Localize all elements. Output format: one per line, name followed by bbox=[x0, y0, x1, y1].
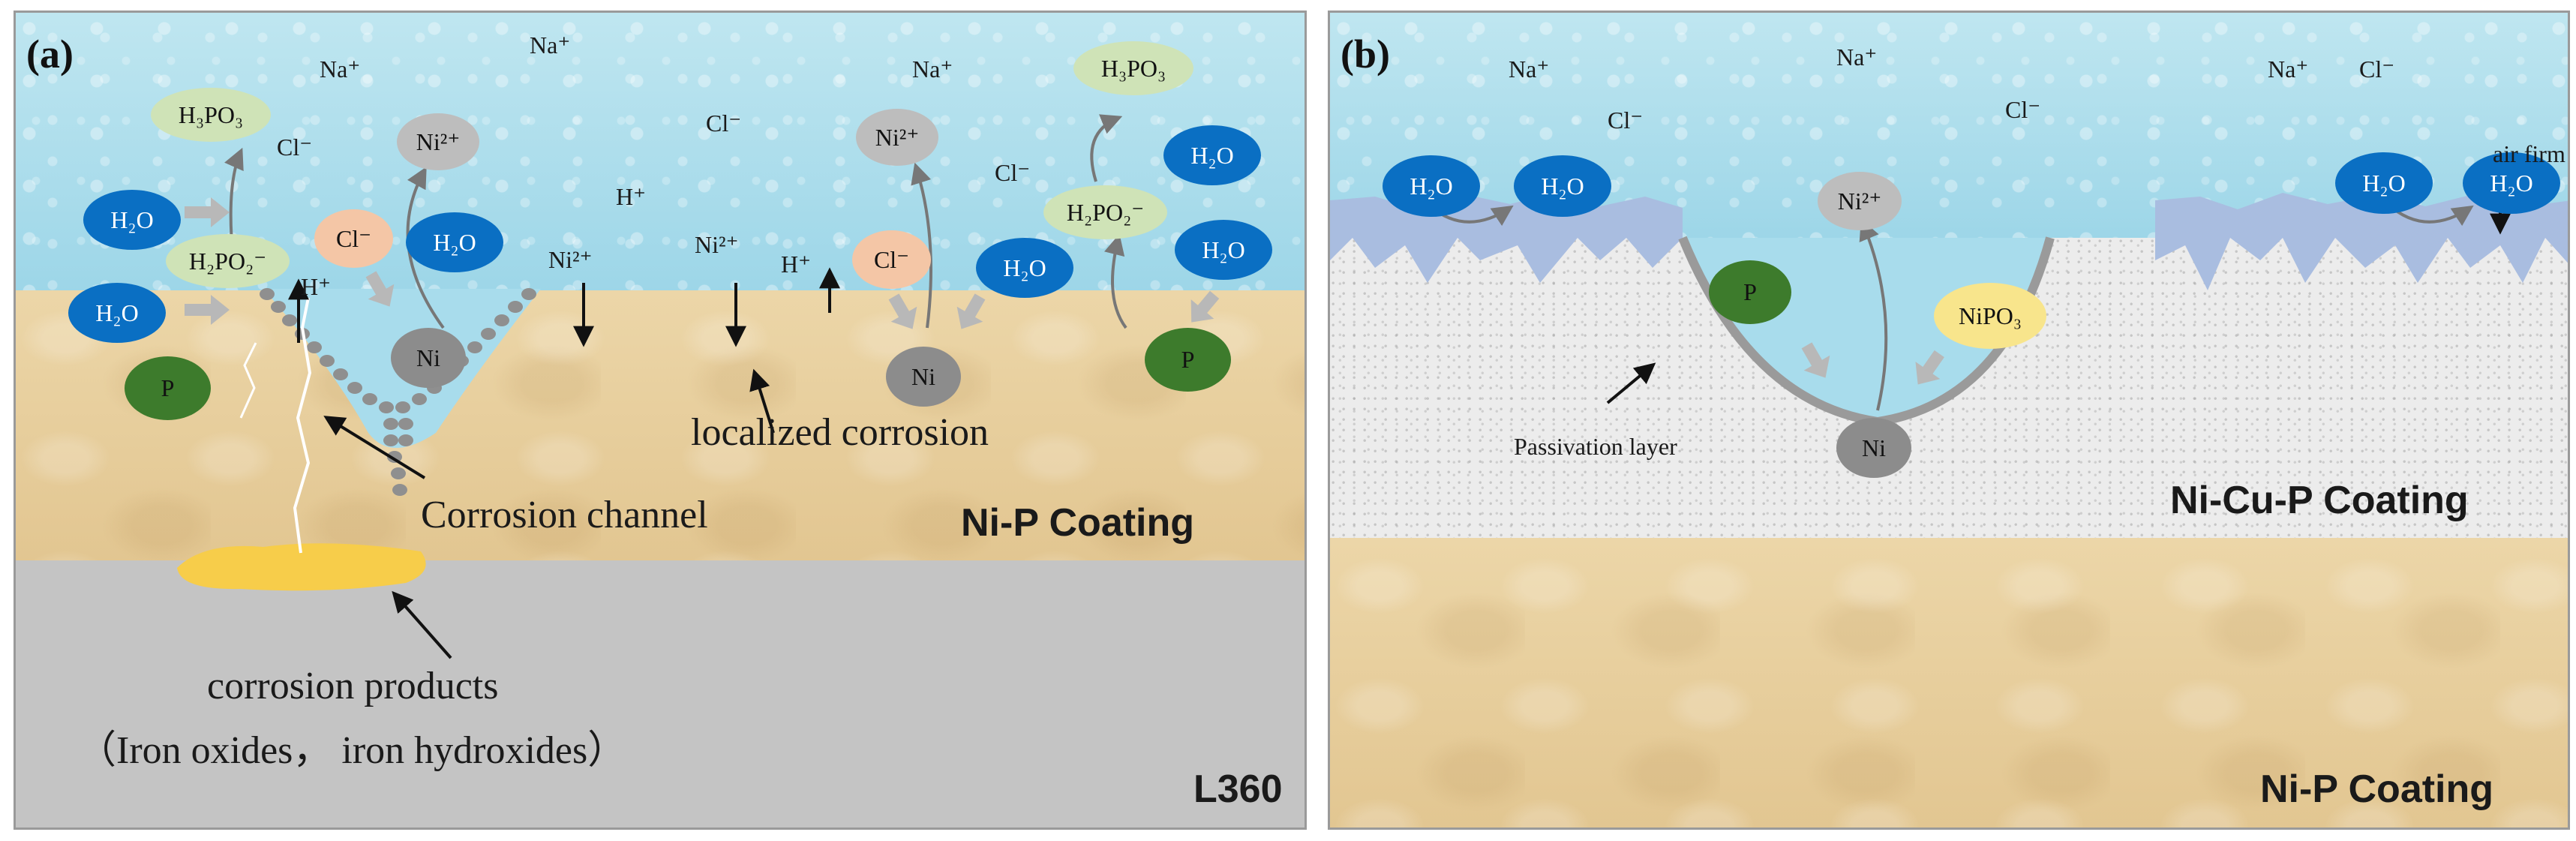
ni-cu-p-coating-label: Ni-Cu-P Coating bbox=[2170, 479, 2469, 522]
hydrogen-ion: H⁺ bbox=[781, 251, 811, 278]
sodium-ion: Na⁺ bbox=[530, 32, 571, 59]
ni-p-coating-label: Ni-P Coating bbox=[961, 501, 1195, 545]
block-arrow bbox=[185, 197, 230, 227]
localized-corrosion-label: localized corrosion bbox=[691, 411, 989, 454]
phosphorus-atom: P bbox=[125, 356, 211, 420]
panel-a-letter: (a) bbox=[26, 32, 74, 77]
sodium-ion: Na⁺ bbox=[1836, 44, 1878, 71]
corrosion-products-label: corrosion products bbox=[207, 665, 499, 707]
passivation-layer-label: Passivation layer bbox=[1514, 433, 1677, 460]
corrosion-products-blob bbox=[177, 543, 426, 591]
block-arrow bbox=[365, 271, 395, 307]
h3po3-molecule: H₃PO₃ bbox=[1073, 41, 1193, 95]
sodium-ion: Na⁺ bbox=[2268, 56, 2309, 83]
water-molecule: H₂O bbox=[68, 283, 166, 343]
block-arrow bbox=[1915, 350, 1944, 385]
sodium-ion: Na⁺ bbox=[320, 56, 361, 83]
chloride-ion: Cl⁻ bbox=[314, 209, 393, 268]
panel-a: (a) Na⁺ Na⁺ Na⁺ Cl⁻ Cl⁻ Cl⁻ H⁺ H⁺ H⁺ Ni²… bbox=[14, 11, 1307, 830]
water-molecule: H₂O bbox=[1514, 155, 1611, 217]
air-film-label: air firm bbox=[2493, 140, 2565, 167]
block-arrow bbox=[1190, 290, 1220, 323]
ni-p-coating-layer bbox=[1330, 538, 2568, 827]
water-molecule: H₂O bbox=[2335, 152, 2433, 214]
h2po2-ion: H₂PO₂⁻ bbox=[166, 234, 290, 288]
chloride-ion: Cl⁻ bbox=[706, 110, 742, 137]
phosphorus-atom: P bbox=[1709, 260, 1791, 324]
ni-p-coating-layer bbox=[16, 290, 1305, 560]
water-molecule: H₂O bbox=[2463, 152, 2560, 214]
nickel-ion: Ni²⁺ bbox=[548, 246, 593, 273]
chloride-ion: Cl⁻ bbox=[995, 159, 1031, 186]
nipo3-compound: NiPO₃ bbox=[1934, 283, 2046, 349]
nickel-ion: Ni²⁺ bbox=[397, 113, 479, 170]
panel-b-letter: (b) bbox=[1341, 32, 1390, 77]
phosphorus-atom: P bbox=[1145, 328, 1231, 392]
water-molecule: H₂O bbox=[1383, 155, 1480, 217]
nickel-ion: Ni²⁺ bbox=[1818, 172, 1902, 230]
chloride-ion: Cl⁻ bbox=[2359, 56, 2395, 83]
chloride-ion: Cl⁻ bbox=[2005, 96, 2041, 123]
water-molecule: H₂O bbox=[1175, 220, 1272, 280]
block-arrow bbox=[956, 293, 986, 329]
nickel-atom: Ni bbox=[391, 328, 466, 388]
pit-wall-dots bbox=[260, 288, 536, 496]
water-molecule: H₂O bbox=[83, 190, 181, 250]
water-molecule: H₂O bbox=[1163, 125, 1261, 185]
chloride-ion: Cl⁻ bbox=[1608, 107, 1644, 134]
corrosion-channel-crack bbox=[293, 297, 312, 554]
corrosion-channel-label: Corrosion channel bbox=[421, 494, 708, 536]
chloride-ion: Cl⁻ bbox=[277, 134, 313, 161]
hydrogen-ion: H⁺ bbox=[616, 183, 646, 210]
panel-b: (b) Na⁺ Na⁺ Na⁺ Cl⁻ Cl⁻ Cl⁻ H₂O H₂O H₂O … bbox=[1328, 11, 2570, 830]
h3po3-molecule: H₃PO₃ bbox=[151, 88, 271, 142]
chloride-ion: Cl⁻ bbox=[852, 230, 931, 289]
nickel-atom: Ni bbox=[1836, 418, 1911, 478]
l360-substrate-label: L360 bbox=[1193, 767, 1283, 811]
hydrogen-ion: H⁺ bbox=[301, 273, 331, 300]
panel-b-graphics bbox=[1330, 170, 2568, 427]
sodium-ion: Na⁺ bbox=[1509, 56, 1550, 83]
nickel-ion: Ni²⁺ bbox=[856, 109, 938, 166]
block-arrow bbox=[185, 295, 230, 325]
block-arrow bbox=[1801, 342, 1830, 378]
water-molecule: H₂O bbox=[976, 238, 1073, 298]
water-molecule: H₂O bbox=[406, 212, 503, 272]
nickel-atom: Ni bbox=[886, 347, 961, 407]
block-arrow bbox=[888, 293, 917, 329]
h2po2-ion: H₂PO₂⁻ bbox=[1043, 185, 1167, 239]
l360-substrate-layer bbox=[16, 560, 1305, 827]
corrosion-products-detail: （Iron oxides， iron hydroxides） bbox=[77, 729, 627, 772]
nickel-ion: Ni²⁺ bbox=[695, 231, 739, 258]
ni-p-coating-label: Ni-P Coating bbox=[2260, 767, 2494, 811]
sodium-ion: Na⁺ bbox=[912, 56, 953, 83]
air-film bbox=[1330, 193, 1683, 283]
